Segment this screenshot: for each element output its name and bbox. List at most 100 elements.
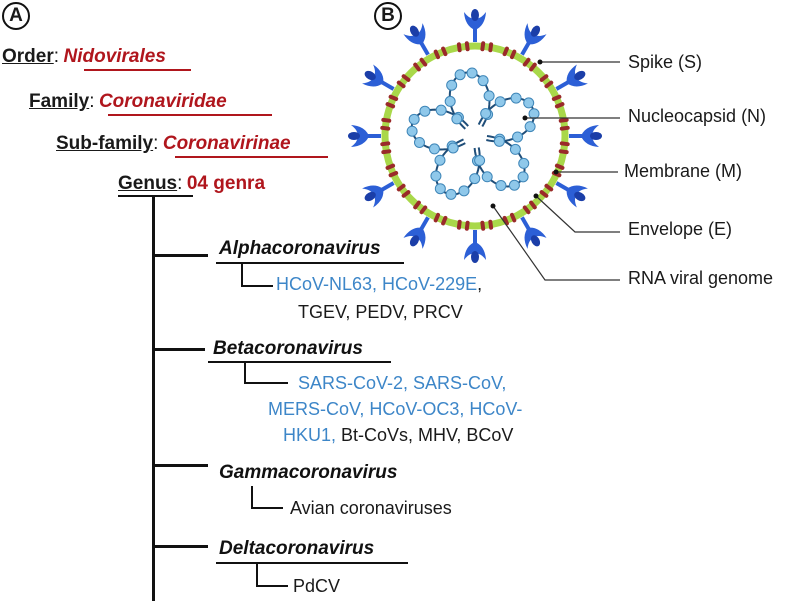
nucleocapsid-protein [435, 104, 447, 116]
membrane-protein [385, 94, 399, 109]
alpha-elbow-h [241, 285, 273, 287]
membrane-protein [551, 94, 565, 109]
alpha-underline [216, 262, 404, 264]
genus-row: Genus: 04 genra [118, 173, 265, 195]
nucleocapsid-protein [523, 97, 535, 109]
family-sep: : [89, 91, 95, 112]
order-value: Nidovirales [63, 46, 166, 67]
membrane-protein [480, 219, 494, 231]
membrane-protein [433, 212, 448, 226]
spike-protein [348, 125, 381, 147]
membrane-protein [456, 41, 470, 53]
membrane-protein [539, 183, 554, 198]
virion-particle [348, 9, 602, 263]
alpha-comma: , [477, 274, 483, 294]
membrane-protein [433, 46, 448, 60]
subfamily-value: Coronavirinae [162, 133, 291, 154]
spike-protein [362, 64, 395, 91]
nucleocapsid-protein [483, 90, 495, 102]
membrane-protein [385, 163, 399, 178]
genus-deltacoronavirus: Deltacoronavirus [219, 538, 375, 559]
spike-protein [520, 23, 547, 56]
subfamily-underline [175, 156, 328, 158]
membrane-leader-dot [553, 169, 559, 175]
nucleocapsid-protein [428, 143, 440, 155]
beta-members-line2: MERS-CoV, HCoV-OC3, HCoV- [268, 399, 523, 419]
panel-a-badge: A [2, 2, 30, 30]
spike-protein [569, 125, 602, 147]
membrane-protein [558, 117, 570, 131]
nucleocapsid-protein [481, 171, 493, 183]
beta-members-line1: SARS-CoV-2, SARS-CoV, [298, 373, 507, 393]
spike-leader-dot [537, 59, 543, 65]
envelope-leader [535, 195, 620, 233]
membrane-protein [413, 57, 428, 72]
nucleocapsid-protein [434, 183, 446, 195]
branch-beta [153, 348, 205, 351]
membrane-protein [502, 212, 517, 226]
nucleocapsid-leader-dot [522, 115, 528, 121]
nucleocapsid-protein [508, 179, 520, 191]
panel-b-badge: B [374, 2, 402, 30]
nucleocapsid-protein [466, 67, 478, 79]
nucleocapsid-protein [495, 180, 507, 192]
membrane-protein [502, 46, 517, 60]
delta-elbow-h [256, 585, 288, 587]
nucleocapsid-protein [517, 171, 529, 183]
label-membrane: Membrane (M) [624, 161, 743, 181]
nucleocapsid-protein [446, 79, 458, 91]
membrane-protein [396, 183, 411, 198]
nucleocapsid-protein [493, 135, 505, 147]
alpha-human-cov: HCoV-NL63, HCoV-229E [276, 274, 478, 294]
nucleocapsid-protein [406, 125, 418, 137]
membrane-protein [380, 141, 392, 155]
rna-leader [492, 205, 620, 281]
nucleocapsid-protein [413, 136, 425, 148]
delta-elbow-v [256, 564, 258, 586]
nucleocapsid-protein [419, 105, 431, 117]
nucleocapsid-protein [444, 95, 456, 107]
label-rna-genome: RNA viral genome [628, 268, 774, 288]
spike-protein [464, 230, 486, 263]
alpha-members-line1: HCoV-NL63, HCoV-229E, [276, 272, 482, 296]
membrane-protein [522, 57, 537, 72]
order-row: Order: Nidovirales [2, 46, 166, 68]
gamma-elbow-h [251, 507, 283, 509]
family-value: Coronaviridae [98, 91, 227, 112]
beta-underline [208, 361, 391, 363]
label-envelope: Envelope (E) [628, 219, 733, 239]
nucleocapsid-protein [458, 185, 470, 197]
branch-alpha [153, 254, 208, 257]
genus-gammacoronavirus: Gammacoronavirus [219, 462, 398, 483]
membrane-protein [396, 74, 411, 89]
nucleocapsid-protein [528, 108, 540, 120]
envelope-leader-dot [533, 193, 539, 199]
nucleocapsid-protein [480, 107, 492, 119]
spike-protein [555, 181, 588, 208]
nucleocapsid-protein [430, 170, 442, 182]
branch-gamma [153, 464, 208, 467]
membrane-protein [413, 200, 428, 215]
nucleocapsid-protein [494, 96, 506, 108]
genus-betacoronavirus: Betacoronavirus [213, 338, 363, 359]
label-nucleocapsid: Nucleocapsid (N) [628, 106, 767, 126]
nucleocapsid-protein [447, 142, 459, 154]
nucleocapsid-protein [510, 92, 522, 104]
alpha-members-line2: TGEV, PEDV, PRCV [298, 302, 463, 322]
nucleocapsid-protein [524, 121, 536, 133]
membrane-protein [380, 117, 392, 131]
nucleocapsid-protein [469, 173, 481, 185]
beta-other-cov: Bt-CoVs, MHV, BCoV [336, 425, 514, 445]
tree-trunk [152, 196, 155, 601]
rna-leader-dot [490, 203, 496, 209]
nucleocapsid-protein [518, 157, 530, 169]
gamma-elbow-v [251, 486, 253, 508]
delta-members: PdCV [293, 576, 341, 596]
membrane-protein [539, 74, 554, 89]
order-label: Order [2, 46, 54, 67]
spike-protein [362, 181, 395, 208]
nucleocapsid-protein [509, 143, 521, 155]
beta-elbow-h [244, 382, 288, 384]
delta-underline [216, 562, 408, 564]
